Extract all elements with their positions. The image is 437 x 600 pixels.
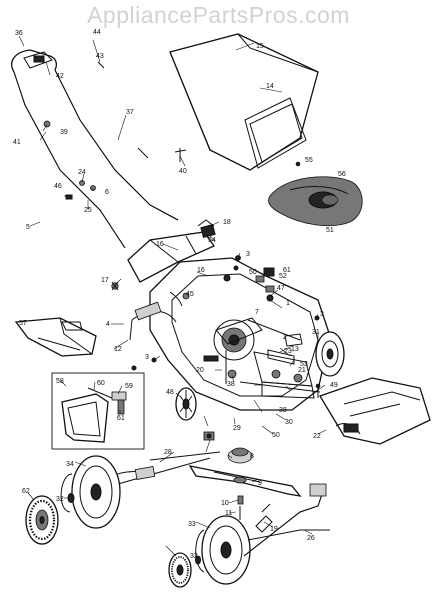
callout: 18 [223,219,231,226]
grass-bag [169,33,319,171]
callout: 56 [338,171,346,178]
callout: 48 [166,389,174,396]
callout: 54 [208,237,216,244]
adjuster-hardware [131,255,320,371]
callout: 19 [270,526,278,533]
callout: 2 [283,334,287,341]
callout: 47 [277,285,285,292]
callout: 32 [56,496,64,503]
callout: 5 [26,224,30,231]
callout: 15 [256,43,264,50]
mulch-kit-inset [51,372,145,450]
callout: 9 [258,480,262,487]
rear-skirt [315,377,431,445]
callout: 38 [279,407,287,414]
callout: 23 [284,348,292,355]
cable-linkage [129,291,190,341]
side-discharge-chute [14,317,97,357]
callout: 1 [286,300,290,307]
callout: 4 [106,321,110,328]
callout: 25 [84,207,92,214]
callout: 6 [105,189,109,196]
watermark: AppliancePartsPros.com [87,2,350,28]
callout: 29 [233,425,241,432]
callout: 58 [56,378,64,385]
callout: 41 [13,139,21,146]
leader-lines [18,35,327,559]
callout: 60 [97,380,105,387]
blade-assembly [109,431,302,520]
callout: 37 [126,109,134,116]
callout: 52 [279,273,287,280]
callout: 39 [60,129,68,136]
callout: 8 [250,453,254,460]
callout: 30 [285,419,293,426]
callout: 36 [15,30,23,37]
callout: 38 [227,381,235,388]
front-wheel-right [195,515,251,585]
callout: 16 [156,241,164,248]
callout: 10 [221,500,229,507]
handle-assembly [11,49,187,249]
callout: 44 [93,29,101,36]
callout: 49 [330,382,338,389]
callout: 13 [291,346,299,353]
callout: 17 [101,277,109,284]
callout: 57 [19,320,27,327]
callout: 34 [66,461,74,468]
callout: 40 [179,168,187,175]
callout: 61 [283,267,291,274]
discharge-chute [111,219,216,291]
callout: 3 [320,311,324,318]
callout: 50 [272,432,280,439]
callout: 12 [114,346,122,353]
callout: 32 [190,553,198,560]
callout: 20 [196,367,204,374]
callout: 61 [117,415,125,422]
callout-labels: 1 2 3 3 3 4 5 6 7 8 9 10 11 12 13 14 15 … [13,29,346,560]
callout: 33 [188,521,196,528]
callout: 3 [145,354,149,361]
callout: 16 [197,267,205,274]
rear-wheel-right [315,331,345,377]
callout: 14 [266,83,274,90]
front-wheel-left [60,455,121,529]
callout: 55 [305,157,313,164]
callout: 50 [249,269,257,276]
callout: 45 [186,291,194,298]
callout: 21 [298,367,306,374]
callout: 22 [313,433,321,440]
callout: 31 [312,329,320,336]
callout: 62 [22,488,30,495]
mower-deck [149,257,331,411]
hubcap-left [25,493,75,545]
callout: 46 [54,183,62,190]
callout: 28 [164,449,172,456]
callout: 51 [326,227,334,234]
callout: 42 [56,73,64,80]
rear-cover [268,161,363,227]
callout: 43 [96,53,104,60]
callout: 53 [300,361,308,368]
callout: 24 [78,169,86,176]
callout: 26 [307,535,315,542]
hubcap-right [168,552,201,588]
callout: 3 [246,251,250,258]
wheel-48 [175,387,197,421]
callout: 11 [225,510,232,517]
callout: 59 [125,383,133,390]
callout: 7 [255,309,259,316]
front-axle-lever [243,483,330,557]
